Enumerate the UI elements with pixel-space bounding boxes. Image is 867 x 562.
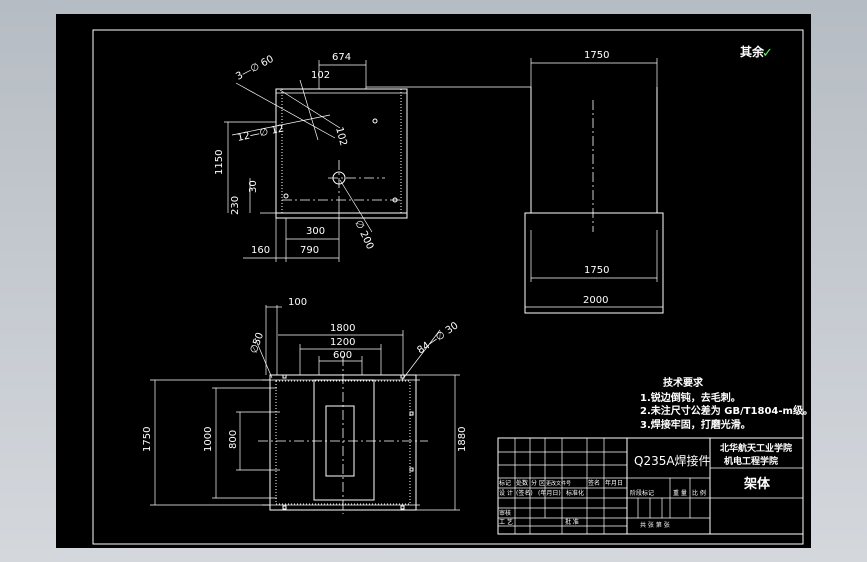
tech-req-item-3: 3.焊接牢固，打磨光滑。 bbox=[640, 418, 751, 431]
tb-label-mark: 标记 bbox=[499, 479, 511, 487]
tech-req-item-1: 1.锐边倒钝，去毛刺。 bbox=[640, 391, 741, 404]
sheet-background bbox=[56, 14, 811, 548]
part-name: 架体 bbox=[743, 476, 771, 492]
tb-standard: 标准化 bbox=[566, 489, 584, 497]
tb-scale: 比 例 bbox=[692, 489, 706, 497]
tb-sheets: 共 张 第 张 bbox=[640, 521, 670, 529]
dim-1750-bottom: 1750 bbox=[584, 265, 609, 276]
tb-date-value: (年月日) bbox=[538, 489, 561, 497]
dim-30: 30 bbox=[248, 180, 259, 193]
tech-req-item-2: 2.未注尺寸公差为 GB/T1804-m级。 bbox=[640, 404, 813, 417]
dim-600: 600 bbox=[333, 350, 352, 361]
school-name-1: 北华航天工业学院 bbox=[720, 442, 792, 454]
dim-102-side: 102 bbox=[333, 126, 349, 147]
tb-label-date: 年月日 bbox=[605, 479, 623, 487]
dim-674: 674 bbox=[332, 52, 351, 63]
dim-100: 100 bbox=[288, 297, 307, 308]
tb-review: 审核 bbox=[499, 509, 511, 517]
tech-requirements: 技术要求 1.锐边倒钝，去毛刺。 2.未注尺寸公差为 GB/T1804-m级。 … bbox=[640, 376, 813, 431]
tech-req-title: 技术要求 bbox=[663, 376, 704, 389]
tb-label-zone: 分 区 bbox=[531, 479, 545, 487]
material-label: Q235A焊接件 bbox=[634, 453, 711, 468]
tb-stage: 阶段标记 bbox=[630, 489, 654, 497]
dim-1150: 1150 bbox=[214, 150, 225, 175]
dim-1000: 1000 bbox=[203, 427, 214, 452]
dim-1200: 1200 bbox=[330, 337, 355, 348]
dim-800: 800 bbox=[228, 430, 239, 449]
front-view: 1750 1750 2000 bbox=[524, 50, 664, 314]
inner-frame bbox=[92, 29, 804, 545]
tb-signature: (签名) bbox=[516, 489, 533, 497]
dim-1880: 1880 bbox=[457, 427, 468, 452]
dim-300: 300 bbox=[306, 226, 325, 237]
tb-label-count: 处数 bbox=[516, 479, 528, 487]
dim-230: 230 bbox=[230, 196, 241, 215]
dim-1750-top: 1750 bbox=[584, 50, 609, 61]
tb-weight: 重 量 bbox=[673, 489, 687, 497]
title-block: Q235A焊接件 北华航天工业学院 机电工程学院 架体 标记 处数 分 区 更改… bbox=[497, 437, 804, 535]
tb-label-change: 更改文件号 bbox=[546, 480, 571, 487]
dim-160: 160 bbox=[251, 245, 270, 256]
tb-design: 设 计 bbox=[499, 489, 513, 497]
dim-790: 790 bbox=[300, 245, 319, 256]
dim-1750-vertical: 1750 bbox=[142, 427, 153, 452]
tb-approve: 批 准 bbox=[565, 518, 579, 526]
roughness-note-text: 其余 bbox=[740, 44, 765, 59]
tb-process: 工 艺 bbox=[499, 518, 513, 526]
roughness-check-icon: ✓ bbox=[762, 46, 773, 61]
dim-2000: 2000 bbox=[583, 295, 608, 306]
dim-1800: 1800 bbox=[330, 323, 355, 334]
tb-label-sign: 签名 bbox=[588, 479, 600, 487]
school-name-2: 机电工程学院 bbox=[724, 455, 778, 467]
dim-102-top: 102 bbox=[311, 70, 330, 81]
